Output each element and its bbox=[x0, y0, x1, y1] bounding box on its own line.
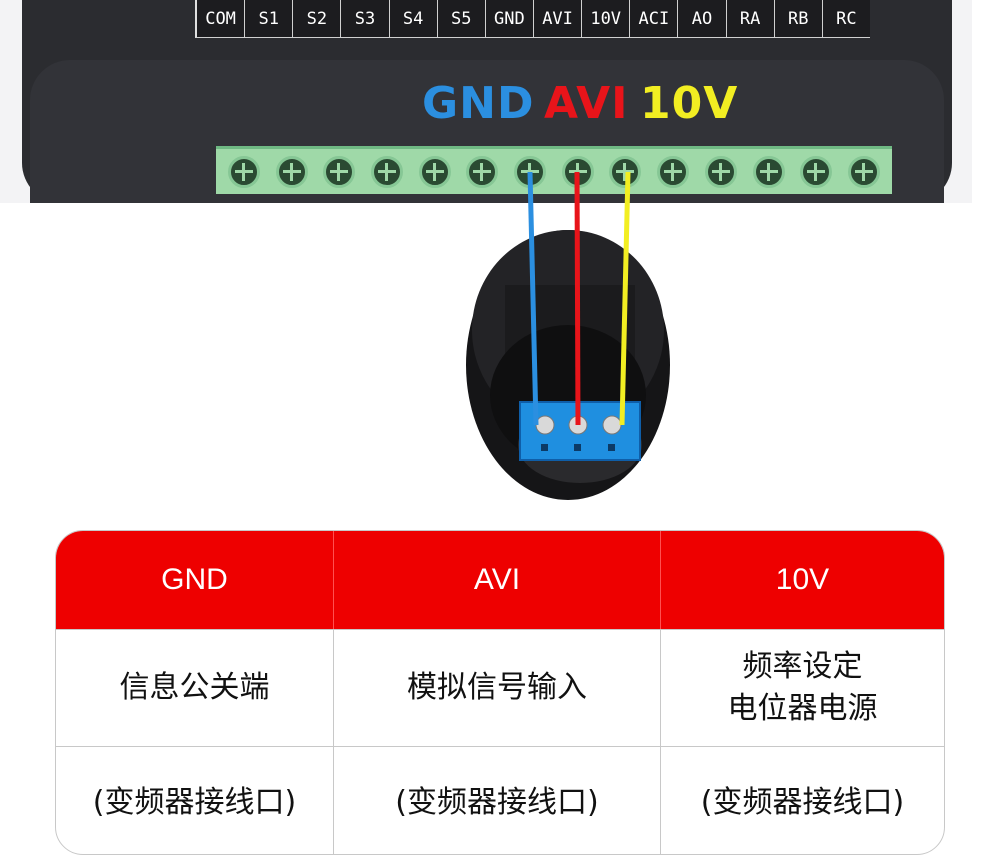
terminal-label: GND bbox=[484, 0, 533, 38]
terminal-label: RC bbox=[821, 0, 870, 38]
screw-terminal-block bbox=[216, 146, 892, 194]
terminal-label: S2 bbox=[292, 0, 341, 38]
table-header-cell: GND bbox=[161, 563, 228, 596]
table-row: 信息公关端 模拟信号输入 频率设定 电位器电源 bbox=[56, 629, 944, 746]
terminal-label: 10V bbox=[581, 0, 630, 38]
table-cell: 模拟信号输入 bbox=[333, 630, 660, 746]
v10-wire bbox=[619, 171, 631, 426]
terminal-label: S1 bbox=[244, 0, 293, 38]
screw-icon bbox=[227, 155, 260, 188]
table-header-cell: AVI bbox=[333, 531, 660, 629]
terminal-label: AVI bbox=[532, 0, 582, 38]
inverter-device: COM S1 S2 S3 S4 S5 GND AVI 10V ACI AO RA… bbox=[0, 0, 972, 203]
table-cell: 信息公关端 bbox=[119, 670, 270, 705]
screw-icon bbox=[275, 155, 308, 188]
terminal-label: RA bbox=[725, 0, 774, 38]
terminal-label: S3 bbox=[340, 0, 389, 38]
screw-icon bbox=[418, 155, 451, 188]
screw-icon bbox=[657, 155, 690, 188]
terminal-table: GND AVI 10V 信息公关端 模拟信号输入 频率设定 电位器电源 (变频器… bbox=[55, 530, 945, 855]
table-cell: (变频器接线口) bbox=[660, 747, 944, 854]
terminal-label: RB bbox=[773, 0, 822, 38]
terminal-label: AO bbox=[677, 0, 726, 38]
avi-wire-label: AVI bbox=[544, 78, 629, 129]
gnd-wire bbox=[527, 171, 539, 426]
screw-icon bbox=[847, 155, 880, 188]
terminal-label: S5 bbox=[436, 0, 485, 38]
v10-wire-label: 10V bbox=[640, 78, 739, 129]
screw-icon bbox=[609, 155, 642, 188]
screw-icon bbox=[800, 155, 833, 188]
gnd-wire-label: GND bbox=[422, 78, 535, 129]
terminal-label: S4 bbox=[388, 0, 437, 38]
screw-icon bbox=[752, 155, 785, 188]
screw-icon bbox=[370, 155, 403, 188]
potentiometer-wiring bbox=[466, 171, 670, 500]
avi-wire bbox=[574, 171, 581, 426]
screw-icon bbox=[323, 155, 356, 188]
table-cell: (变频器接线口) bbox=[92, 784, 297, 820]
table-header-cell: 10V bbox=[660, 531, 944, 629]
terminal-label: COM bbox=[195, 0, 245, 38]
terminal-label-strip: COM S1 S2 S3 S4 S5 GND AVI 10V ACI AO RA… bbox=[195, 0, 870, 38]
table-cell: (变频器接线口) bbox=[333, 747, 660, 854]
table-row: (变频器接线口) (变频器接线口) (变频器接线口) bbox=[56, 746, 944, 854]
terminal-label: ACI bbox=[629, 0, 678, 38]
screw-icon bbox=[704, 155, 737, 188]
wiring-photo: COM S1 S2 S3 S4 S5 GND AVI 10V ACI AO RA… bbox=[0, 0, 972, 500]
table-cell: 频率设定 电位器电源 bbox=[660, 630, 944, 746]
table-header-row: GND AVI 10V bbox=[56, 531, 944, 629]
screw-icon bbox=[466, 155, 499, 188]
